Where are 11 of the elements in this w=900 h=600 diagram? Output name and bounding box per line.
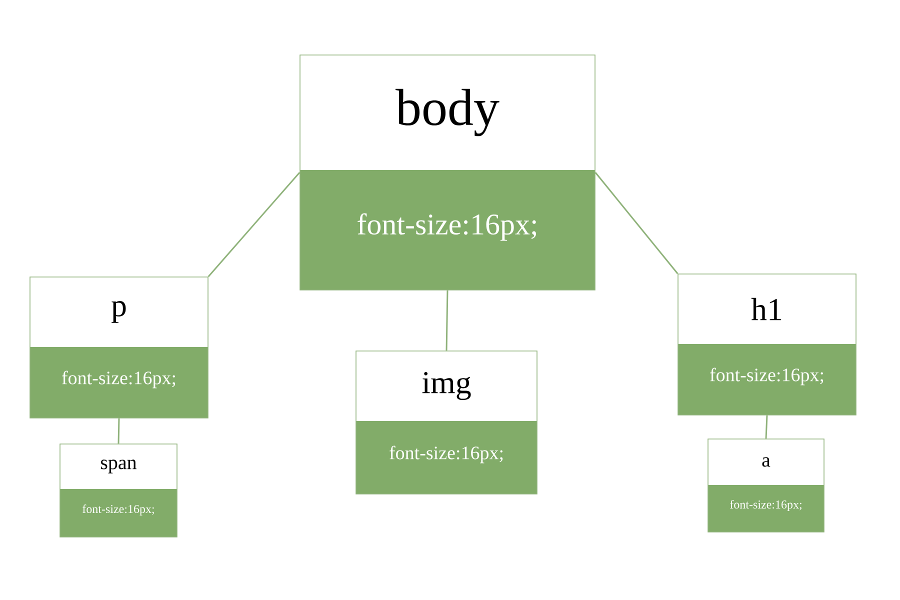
connector-line — [208, 172, 300, 278]
element-box: a font-size:16px; — [708, 438, 824, 532]
element-box: p font-size:16px; — [30, 276, 208, 418]
connector-line — [594, 172, 678, 274]
connector-line — [765, 415, 768, 439]
connector-line — [446, 290, 448, 351]
element-box: body font-size:16px; — [300, 54, 596, 290]
element-box: span font-size:16px; — [60, 444, 178, 538]
connector-line — [118, 418, 120, 444]
element-box: h1 font-size:16px; — [678, 274, 856, 416]
element-box: img font-size:16px; — [356, 350, 538, 494]
